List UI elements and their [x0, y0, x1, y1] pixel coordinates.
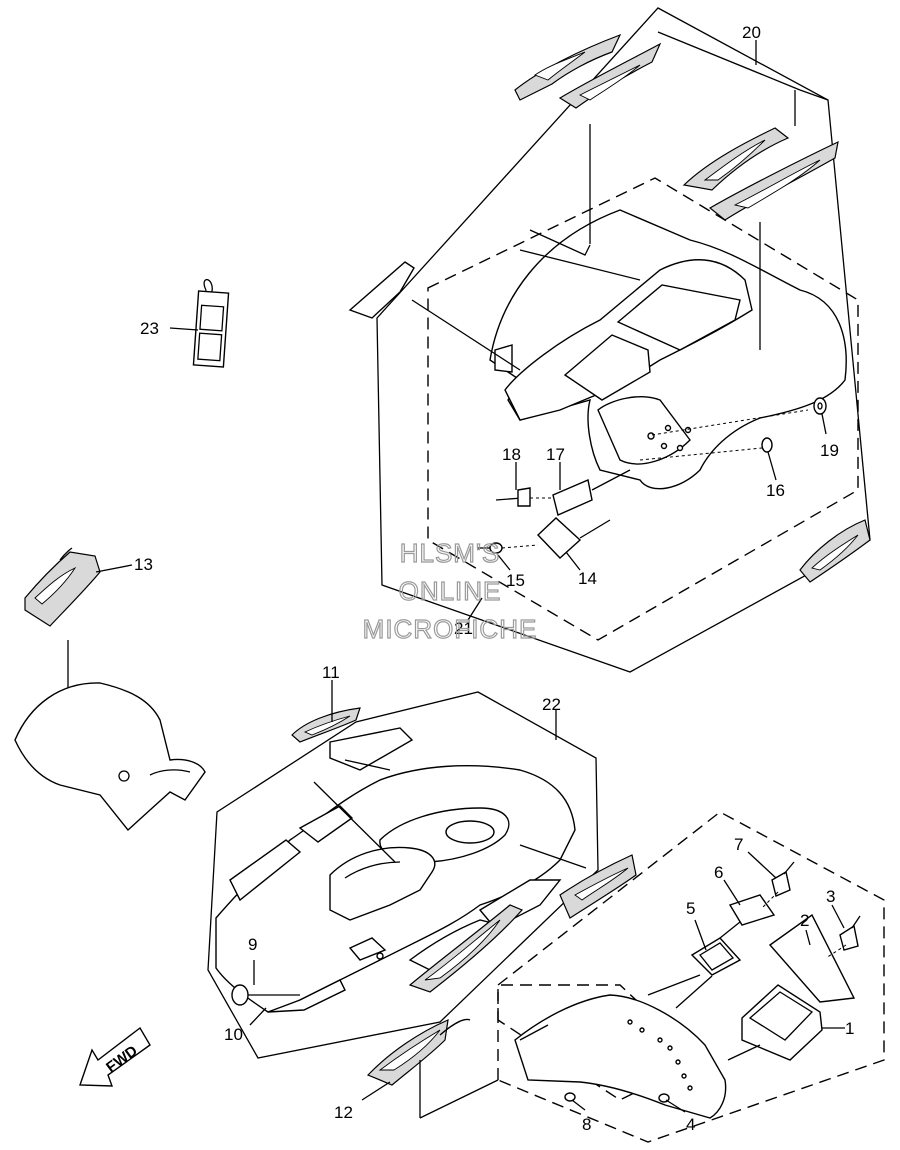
- watermark-line-3: MICROFICHE: [363, 614, 538, 644]
- callout-11: 11: [322, 663, 340, 682]
- callout-leaders: [95, 40, 845, 1113]
- watermark-line-2: ONLINE: [399, 576, 502, 606]
- rear-fender: [348, 124, 847, 559]
- callout-19: 19: [820, 441, 839, 460]
- decal-part-13: [24, 547, 101, 627]
- decal-group-20: [514, 31, 839, 221]
- rear-fender-dashed-outline: [427, 177, 859, 641]
- watermark: HLSM'S ONLINE MICROFICHE: [362, 537, 538, 644]
- decal-rear-side: [799, 519, 871, 583]
- callout-4: 4: [686, 1115, 695, 1134]
- callout-8: 8: [582, 1115, 591, 1134]
- decal-part-11: [291, 707, 361, 743]
- seat-cover: [14, 682, 206, 832]
- callout-2: 2: [800, 911, 809, 930]
- watermark-line-1: HLSM'S: [400, 538, 501, 568]
- callout-1: 1: [845, 1019, 854, 1038]
- callout-21: 21: [454, 619, 473, 638]
- callout-15: 15: [506, 571, 525, 590]
- callout-13: 13: [134, 555, 153, 574]
- callout-16: 16: [766, 481, 785, 500]
- callout-labels: 1 2 3 4 5 6 7 8 9 10 11 12 13 14 15 16 1…: [134, 23, 854, 1134]
- callout-18: 18: [502, 445, 521, 464]
- leader-12b: [419, 1079, 499, 1119]
- fwd-arrow: FWD: [79, 1026, 151, 1087]
- callout-3: 3: [826, 887, 835, 906]
- callout-9: 9: [248, 935, 257, 954]
- callout-10: 10: [224, 1025, 243, 1044]
- callout-22: 22: [542, 695, 561, 714]
- front-fender: [215, 727, 587, 1013]
- decal-front-side: [408, 904, 524, 993]
- callout-23: 23: [140, 319, 159, 338]
- group-22-outline: [207, 691, 599, 1059]
- callout-17: 17: [546, 445, 565, 464]
- callout-5: 5: [686, 899, 695, 918]
- callout-12: 12: [334, 1103, 353, 1122]
- decal-front-right: [559, 854, 637, 919]
- callout-20: 20: [742, 23, 761, 42]
- front-flap: [514, 861, 861, 1119]
- callout-6: 6: [714, 863, 723, 882]
- callout-14: 14: [578, 569, 597, 588]
- front-flap-dashed-outline: [497, 811, 885, 1143]
- tag-part-23: [192, 279, 230, 368]
- callout-7: 7: [734, 835, 743, 854]
- decal-part-12: [366, 1018, 471, 1086]
